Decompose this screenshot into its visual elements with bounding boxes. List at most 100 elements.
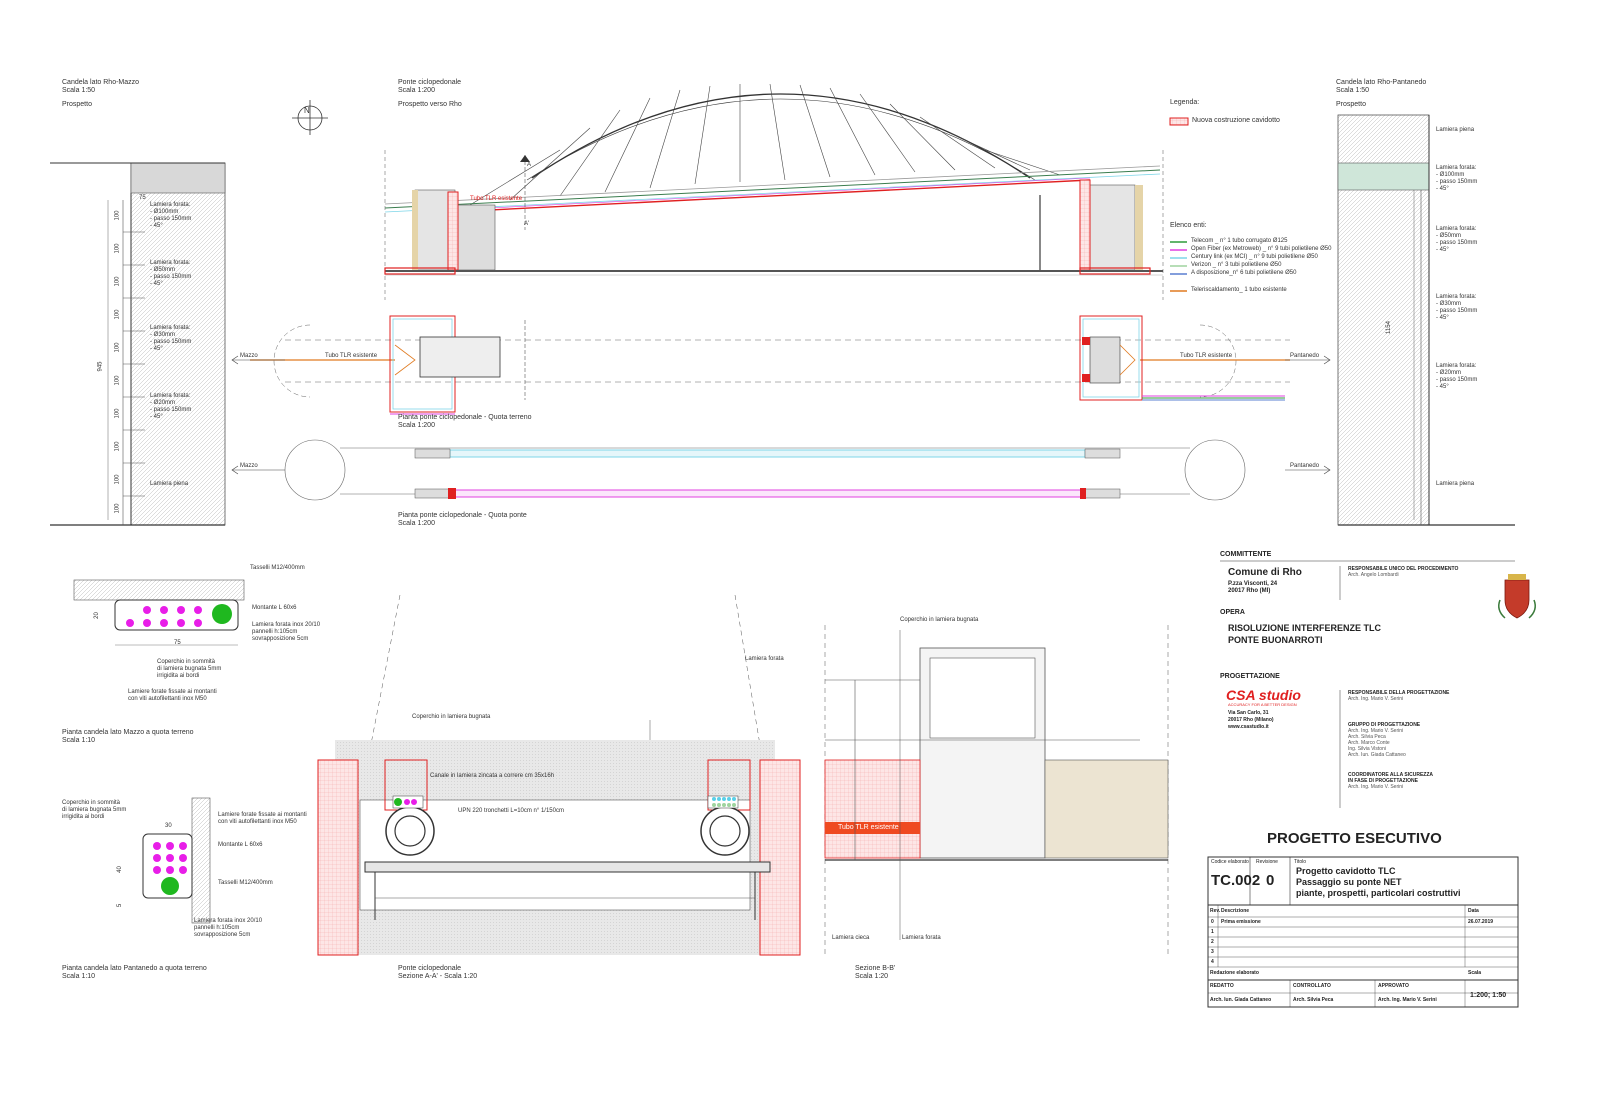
left-lam-piena: Lamiera piena [150, 481, 189, 487]
legend-entity-centurylink: Century link (ex MCI) _ n° 9 tubi poliet… [1191, 254, 1318, 260]
title-block-frame [1207, 560, 1519, 1008]
dm-tasselli: Tasselli M12/400mm [250, 565, 305, 571]
bridge-elevation [384, 83, 1164, 300]
sbb-coperchio: Coperchio in lamiera bugnata [900, 617, 979, 623]
right-elev-scale: Scala 1:50 [1336, 87, 1370, 94]
plan-pantanedo-title: Pianta candela lato Pantanedo a quota te… [62, 965, 207, 972]
sbb-lamiera-forata: Lamiera forata [902, 935, 941, 941]
tb-rev: 0 [1266, 872, 1275, 889]
tb-opera-h: OPERA [1220, 609, 1245, 616]
legend-entity-openfiber: Open Fiber (ex Metroweb) _ n° 9 tubi pol… [1191, 246, 1332, 252]
dp-montante: Montante L 60x6 [218, 842, 263, 848]
plan2-pantanedo-arrow: Pantanedo [1290, 463, 1320, 469]
bridge-elev-title: Ponte ciclopedonale [398, 79, 462, 86]
plan-bridge-title: Pianta ponte ciclopedonale - Quota ponte [398, 512, 527, 519]
section-aa-scale: Sezione A-A' - Scala 1:20 [398, 973, 478, 980]
left-elev-title: Candela lato Rho-Mazzo [62, 79, 140, 86]
left-elev-view: Prospetto [62, 101, 92, 108]
section-aa-title: Ponte ciclopedonale [398, 965, 462, 972]
detail-mazzo [73, 579, 245, 646]
detail-pantanedo [142, 797, 211, 924]
dm-dim-w: 75 [174, 640, 181, 646]
dp-tasselli: Tasselli M12/400mm [218, 880, 273, 886]
saa-lamiera-forata: Lamiera forata [745, 656, 784, 662]
plan-mazzo-scale: Scala 1:10 [62, 737, 96, 744]
sbb-lamiera-cieca: Lamiera cieca [832, 935, 870, 941]
tb-redatto: Arch. Iun. Giada Cattaneo [1210, 997, 1272, 1003]
tb-gruppo-h: GRUPPO DI PROGETTAZIONE [1348, 722, 1421, 728]
plan-pantanedo-arrow: Pantanedo [1290, 353, 1320, 359]
left-dim-top: 75 [139, 195, 146, 201]
direction-arrows [231, 355, 1331, 475]
right-elev-view: Prospetto [1336, 101, 1366, 108]
tb-desc-col: Descrizione [1221, 908, 1250, 914]
tb-rev-col: Rev. [1210, 908, 1221, 914]
legend-heating: Teleriscaldamento_ 1 tubo esistente [1191, 287, 1287, 293]
dp-dim-w: 30 [165, 823, 172, 829]
bridge-elev-view: Prospetto verso Rho [398, 101, 462, 108]
right-lam3: Lamiera forata:- Ø30mm- passo 150mm- 45° [1436, 294, 1478, 321]
tb-big-title: PROGETTO ESECUTIVO [1267, 830, 1442, 847]
tb-rev-h: Revisione [1256, 859, 1278, 865]
left-lam1: Lamiera forata:- Ø100mm- passo 150mm- 45… [150, 202, 192, 229]
section-a-bottom: A' [524, 221, 530, 227]
section-aa [317, 594, 801, 956]
tb-committente-h: COMMITTENTE [1220, 551, 1272, 558]
left-elevation [50, 162, 226, 526]
legend-swatches [1169, 117, 1189, 292]
right-elevation [1337, 114, 1515, 526]
legend-entities-title: Elenco enti: [1170, 222, 1207, 229]
plan-mazzo-arrow: Mazzo [240, 353, 258, 359]
section-bb-title: Sezione B-B' [855, 965, 896, 972]
tb-addr1: P.zza Visconti, 24 [1228, 581, 1278, 587]
saa-canale: Canale in lamiera zincata a correre cm 3… [430, 773, 555, 779]
plan-ground-scale: Scala 1:200 [398, 422, 435, 429]
plan-pantanedo-scale: Scala 1:10 [62, 973, 96, 980]
tb-code-h: Codice elaborato [1211, 859, 1249, 865]
legend-title: Legenda: [1170, 99, 1200, 106]
section-bb-scale: Scala 1:20 [855, 973, 889, 980]
saa-coperchio: Coperchio in lamiera bugnata [412, 714, 491, 720]
tb-rup: Arch. Angelo Lombardi [1348, 572, 1399, 578]
tb-committente: Comune di Rho [1228, 567, 1302, 578]
tb-addr2: 20017 Rho (MI) [1228, 588, 1271, 594]
plan-ground-title: Pianta ponte ciclopedonale - Quota terre… [398, 414, 532, 421]
plan-tubo-right: Tubo TLR esistente [1180, 353, 1233, 359]
left-lam2: Lamiera forata:- Ø50mm- passo 150mm- 45° [150, 260, 192, 287]
plan-mazzo-title: Pianta candela lato Mazzo a quota terren… [62, 729, 194, 736]
plan-ground [250, 315, 1290, 415]
tb-code: TC.002 [1211, 872, 1261, 889]
tb-studio1: Via San Carlo, 31 [1228, 710, 1269, 716]
tb-approvato: Arch. Ing. Mario V. Serini [1378, 997, 1437, 1003]
city-emblem-icon [1498, 574, 1536, 619]
plan2-mazzo-arrow: Mazzo [240, 463, 258, 469]
tb-redatto-h: REDATTO [1210, 983, 1234, 989]
left-elev-scale: Scala 1:50 [62, 87, 96, 94]
dp-dim-s: 5 [117, 903, 124, 908]
tb-studio2: 20017 Rho (Milano) [1228, 717, 1274, 723]
left-lam3: Lamiera forata:- Ø30mm- passo 150mm- 45° [150, 325, 192, 352]
tb-opera2: PONTE BUONARROTI [1228, 635, 1323, 645]
section-bb [824, 625, 1169, 955]
plan-tubo-left: Tubo TLR esistente [325, 353, 378, 359]
left-lam4: Lamiera forata:- Ø20mm- passo 150mm- 45° [150, 393, 192, 420]
saa-upn: UPN 220 tronchetti L=10cm n° 1/150cm [458, 808, 564, 814]
right-dim-total: 1154 [1385, 321, 1392, 334]
right-elev-title: Candela lato Rho-Pantanedo [1336, 79, 1427, 86]
sbb-tubo: Tubo TLR esistente [838, 824, 899, 831]
tb-logo: CSA studio [1226, 687, 1301, 703]
section-a-top: A [527, 162, 532, 168]
left-dim-total: 945 [97, 361, 104, 372]
tb-controllato: Arch. Silvia Peca [1293, 997, 1334, 1003]
plan-bridge [284, 439, 1246, 501]
tb-studio3: www.csastudio.it [1228, 724, 1269, 730]
tb-logo-tag: ACCURACY FOR A BETTER DESIGN [1228, 702, 1297, 707]
